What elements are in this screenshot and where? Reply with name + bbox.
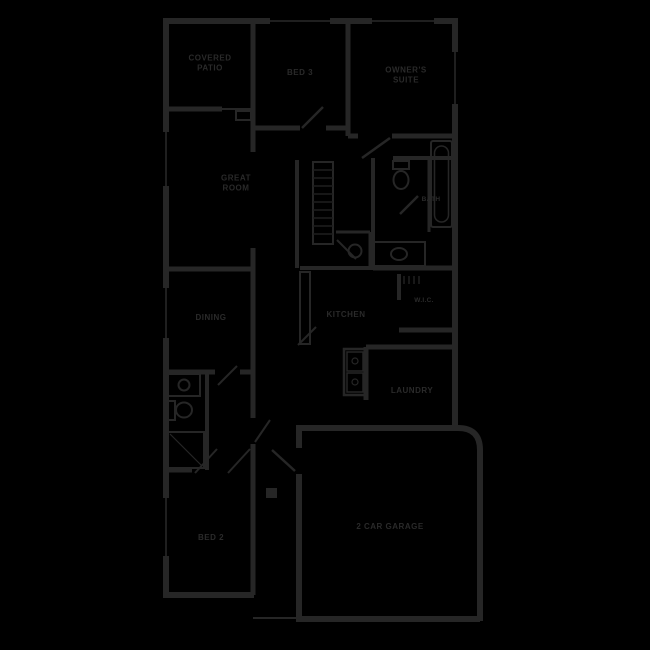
- bedroom-walls: [253, 21, 455, 139]
- bathtub-icon: [430, 140, 453, 228]
- dining-door-swing: [217, 365, 238, 386]
- toilet-icon: [392, 160, 410, 190]
- room-label-covered-patio: COVERED PATIO: [188, 53, 232, 73]
- shower-icon: [167, 431, 205, 469]
- patio-step: [235, 110, 252, 121]
- room-label-bed-3: BED 3: [286, 67, 314, 77]
- bath-walls: [371, 156, 455, 271]
- bed2-door-swings: [194, 448, 251, 474]
- dining-walls: [166, 266, 253, 386]
- covered-patio-walls: [166, 21, 256, 131]
- room-label-garage: 2 CAR GARAGE: [356, 521, 424, 531]
- garage-entry-door-swing: [271, 449, 296, 472]
- entry-step: [266, 488, 277, 498]
- powder-room: [336, 230, 372, 268]
- room-label-dining: DINING: [195, 312, 227, 322]
- room-label-great-room: GREAT ROOM: [221, 173, 251, 193]
- closet-shelves-icon: [403, 276, 420, 284]
- pedestal-sink-icon: [347, 243, 363, 259]
- room-label-owners-suite: OWNER'S SUITE: [385, 65, 427, 85]
- stairs-icon: [295, 160, 334, 268]
- kitchen-counters: [297, 266, 373, 346]
- bath2-walls: [166, 372, 209, 473]
- kitchen-door-swing: [297, 326, 317, 346]
- vanity-sink-icon: [372, 241, 426, 267]
- room-label-laundry: LAUNDRY: [390, 385, 434, 395]
- vanity-sink2-icon: [167, 373, 201, 397]
- room-label-bed-2: BED 2: [197, 532, 225, 542]
- window-glass-lines: [165, 20, 456, 556]
- bath-door-swing: [399, 195, 419, 215]
- bed3-door-swing: [301, 106, 324, 129]
- door-swings-upper: [301, 106, 391, 160]
- owners-suite-door-swing: [361, 136, 391, 160]
- wic-walls: [397, 274, 455, 333]
- toilet2-icon: [167, 400, 193, 421]
- room-label-bath: BATH: [421, 195, 441, 203]
- room-label-kitchen: KITCHEN: [326, 309, 366, 319]
- hall-closet-door-swing: [254, 419, 271, 443]
- powder-door-swing: [336, 239, 357, 260]
- laundry-walls: [363, 344, 455, 400]
- washer-dryer-closet-icon: [342, 347, 368, 397]
- room-label-wic: W.I.C.: [414, 296, 434, 304]
- entry-corridor: [253, 448, 302, 619]
